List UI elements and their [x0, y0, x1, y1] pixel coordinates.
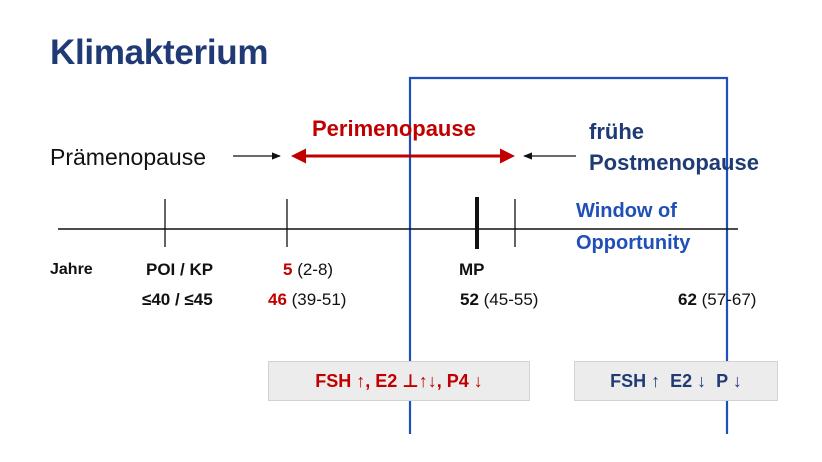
marker-mp-label: MP [459, 260, 485, 279]
mp-age: 52 (45-55) [460, 290, 538, 310]
marker-poi-label: POI / KP [146, 260, 214, 279]
window-of-opportunity-frame [408, 76, 729, 434]
label-window-line2: Opportunity [576, 232, 691, 254]
label-postmenopause: Postmenopause [589, 150, 759, 175]
postmenopause-age-range: (57-67) [696, 290, 757, 309]
hormone-box-perimenopause: FSH ↑, E2 ⊥↑↓, P4 ↓ [268, 361, 530, 401]
perimenopause-duration-value: 5 [283, 260, 293, 279]
label-perimenopause: Perimenopause [312, 116, 476, 141]
label-praemenopause: Prämenopause [50, 144, 206, 170]
perimenopause-duration-range: (2-8) [292, 260, 334, 279]
label-fruehe: frühe [589, 119, 644, 144]
postmenopause-age-value: 62 [678, 290, 697, 309]
mp-age-range: (45-55) [478, 290, 539, 309]
label-window-line1: Window of [576, 200, 677, 222]
perimenopause-age: 46 (39-51) [268, 290, 346, 310]
axis-label-jahre: Jahre [50, 261, 93, 278]
hormone-box-postmenopause: FSH ↑ E2 ↓ P ↓ [574, 361, 778, 401]
perimenopause-age-range: (39-51) [286, 290, 347, 309]
marker-poi-age: ≤40 / ≤45 [142, 290, 213, 309]
perimenopause-duration: 5 (2-8) [283, 260, 333, 280]
hormone-text-postmenopause: FSH ↑ E2 ↓ P ↓ [610, 370, 742, 391]
perimenopause-age-value: 46 [268, 290, 287, 309]
hormone-text-perimenopause: FSH ↑, E2 ⊥↑↓, P4 ↓ [315, 370, 483, 391]
mp-age-value: 52 [460, 290, 479, 309]
page-title: Klimakterium [50, 33, 269, 72]
postmenopause-age: 62 (57-67) [678, 290, 756, 310]
